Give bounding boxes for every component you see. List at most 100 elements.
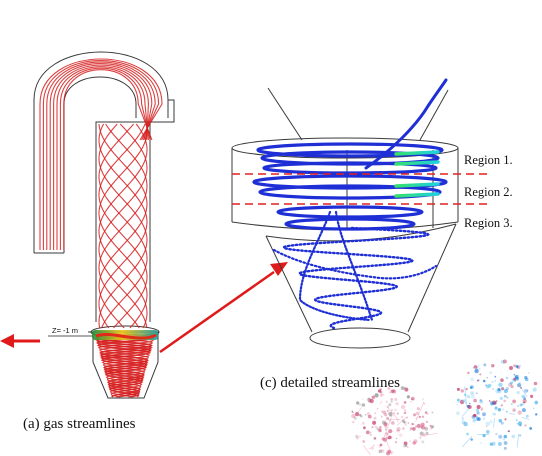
particle-trail bbox=[493, 417, 495, 428]
particle bbox=[502, 408, 504, 411]
particle bbox=[479, 400, 484, 404]
particle bbox=[494, 406, 498, 411]
particle bbox=[362, 440, 366, 443]
particle bbox=[415, 425, 417, 428]
particle bbox=[419, 436, 422, 439]
particle bbox=[505, 387, 509, 391]
particle bbox=[467, 371, 470, 375]
particle bbox=[481, 407, 484, 410]
particle bbox=[392, 430, 394, 432]
particle bbox=[497, 388, 501, 392]
particle bbox=[369, 433, 372, 436]
particle bbox=[495, 389, 500, 394]
particle bbox=[485, 421, 490, 426]
particle bbox=[503, 441, 508, 445]
particle bbox=[367, 414, 372, 419]
particle bbox=[494, 406, 498, 409]
particle bbox=[512, 408, 516, 412]
particle bbox=[486, 425, 488, 427]
particle bbox=[465, 402, 467, 404]
particle bbox=[456, 398, 460, 402]
particle bbox=[509, 381, 513, 385]
particle bbox=[388, 435, 392, 440]
particle-trail bbox=[519, 386, 528, 398]
particle bbox=[498, 419, 503, 423]
particle bbox=[388, 403, 392, 407]
particle bbox=[412, 396, 415, 400]
particle bbox=[482, 417, 486, 420]
particle bbox=[524, 375, 528, 380]
particle bbox=[368, 397, 370, 400]
particle bbox=[509, 366, 513, 370]
particle bbox=[388, 429, 393, 434]
streamline-a bbox=[98, 123, 148, 329]
particle bbox=[380, 393, 383, 397]
particle bbox=[386, 417, 390, 420]
particle bbox=[466, 394, 468, 397]
particle bbox=[395, 441, 397, 443]
particle bbox=[470, 438, 473, 441]
particle-trail bbox=[424, 433, 438, 436]
particle bbox=[390, 400, 393, 403]
particle bbox=[400, 415, 404, 419]
particle bbox=[519, 403, 523, 407]
particle bbox=[472, 418, 477, 423]
particle bbox=[479, 373, 482, 376]
particle bbox=[491, 441, 496, 446]
streamline-c-spiral bbox=[281, 226, 430, 330]
particle bbox=[379, 426, 382, 429]
caption-a: (a) gas streamlines bbox=[23, 416, 136, 432]
detailed-streamlines-c bbox=[252, 78, 448, 330]
detail-arrow bbox=[159, 262, 288, 354]
particle bbox=[385, 436, 389, 440]
particle bbox=[370, 446, 375, 450]
particle bbox=[361, 403, 366, 407]
streamline-a bbox=[39, 58, 163, 250]
particle bbox=[429, 425, 432, 427]
particle bbox=[377, 389, 382, 393]
particle bbox=[497, 442, 502, 446]
particle bbox=[513, 377, 516, 381]
particle bbox=[418, 415, 421, 419]
streamline-c-loop bbox=[252, 174, 448, 190]
particle bbox=[379, 443, 383, 447]
particle bbox=[482, 434, 486, 438]
particle bbox=[469, 402, 471, 405]
particle bbox=[426, 412, 429, 416]
streamline-a bbox=[95, 333, 153, 398]
particle bbox=[425, 420, 428, 424]
streamline-a bbox=[49, 63, 153, 250]
particle bbox=[394, 398, 398, 401]
particle bbox=[517, 383, 522, 388]
particle bbox=[365, 430, 370, 435]
particle bbox=[474, 368, 479, 374]
particle-trail bbox=[386, 405, 399, 421]
particle bbox=[510, 385, 514, 389]
particle bbox=[497, 408, 502, 412]
particle bbox=[486, 377, 488, 379]
streamline-a bbox=[94, 333, 153, 398]
particle bbox=[410, 427, 413, 430]
streamline-c-loop bbox=[256, 142, 444, 158]
particle bbox=[387, 449, 392, 454]
particle-trail bbox=[509, 412, 515, 415]
particle bbox=[463, 421, 468, 427]
particle bbox=[371, 395, 375, 399]
particle bbox=[361, 398, 364, 400]
particle bbox=[533, 407, 535, 409]
particle bbox=[465, 387, 468, 391]
particle bbox=[355, 434, 359, 438]
particle bbox=[508, 430, 510, 433]
particle bbox=[510, 403, 513, 406]
particle bbox=[533, 381, 538, 386]
particle bbox=[523, 397, 526, 400]
particle bbox=[493, 413, 496, 416]
particle bbox=[396, 430, 398, 432]
particle bbox=[401, 419, 405, 423]
particle bbox=[355, 412, 360, 417]
particle-trail bbox=[353, 407, 362, 418]
particle bbox=[500, 378, 504, 383]
streamline-c-loop bbox=[262, 161, 438, 175]
particle bbox=[456, 387, 460, 391]
